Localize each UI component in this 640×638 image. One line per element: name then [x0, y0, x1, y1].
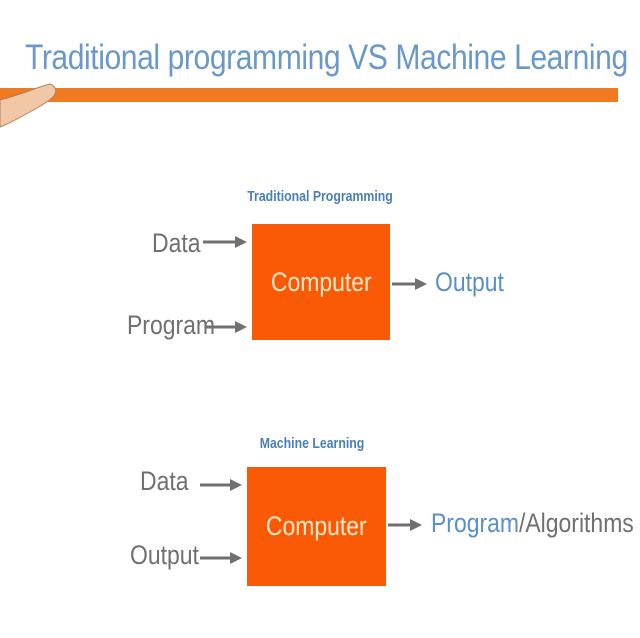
- input-output-label: Output: [130, 540, 199, 570]
- algorithms-text: /Algorithms: [519, 508, 634, 538]
- title-underline-bar: [0, 88, 618, 102]
- computer-label: Computer: [266, 511, 367, 541]
- program-text: Program: [431, 508, 520, 538]
- slide-title: Traditional programming VS Machine Learn…: [25, 38, 628, 77]
- ml-caption: Machine Learning: [259, 435, 365, 452]
- program-algorithms-label: Program/Algorithms: [431, 508, 634, 539]
- input-data-label: Data: [152, 228, 201, 258]
- output-label: Output: [435, 267, 504, 297]
- traditional-caption: Traditional Programming: [247, 188, 393, 205]
- computer-box-ml: Computer: [247, 467, 386, 586]
- input-program-label: Program: [127, 310, 216, 340]
- input-data-label: Data: [140, 466, 189, 496]
- computer-box-traditional: Computer: [252, 224, 390, 340]
- computer-label: Computer: [270, 266, 372, 297]
